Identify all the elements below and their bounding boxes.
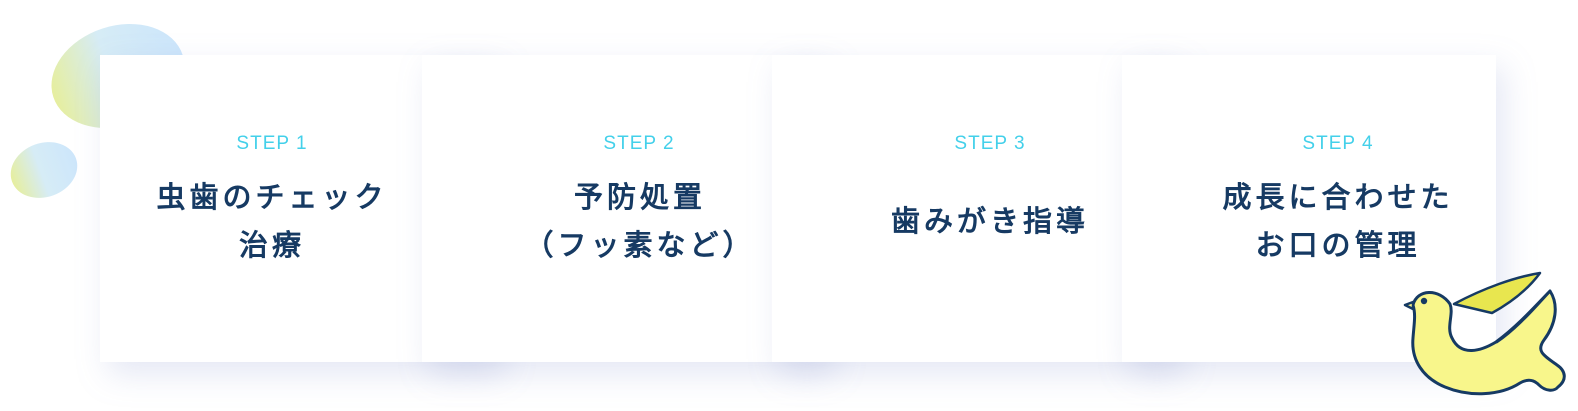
step-2-title: 予防処置 （フッ素など） [500,173,780,269]
step-1-title-line-1: 虫歯のチェック [156,180,388,214]
dove-beak [1403,300,1415,311]
step-2-title-line-1: 予防処置 [573,180,706,214]
step-4-label: STEP 4 [1302,133,1374,154]
step-2-title-line-2: （フッ素など） [524,228,756,262]
step-4-card: STEP 4 成長に合わせた お口の管理 [1122,55,1496,362]
step-4-title-line-1: 成長に合わせた [1222,180,1454,214]
step-1-title: 虫歯のチェック 治療 [132,173,412,269]
step-3-card: STEP 3 歯みがき指導 [772,55,1176,362]
step-3-title: 歯みがき指導 [850,197,1130,245]
dove-back-wing [1452,271,1542,315]
step-1-title-line-2: 治療 [238,228,305,262]
step-3-label: STEP 3 [954,133,1026,154]
step-2-card: STEP 2 予防処置 （フッ素など） [422,55,826,362]
dove-icon [1403,271,1566,396]
dove-eye [1420,297,1428,305]
step-4-title: 成長に合わせた お口の管理 [1198,173,1478,269]
step-2-label: STEP 2 [603,133,675,154]
step-1-label: STEP 1 [236,133,308,154]
step-3-title-line-1: 歯みがき指導 [890,204,1089,238]
dove-wing-line [1495,289,1552,344]
step-4-title-line-2: お口の管理 [1255,228,1421,262]
